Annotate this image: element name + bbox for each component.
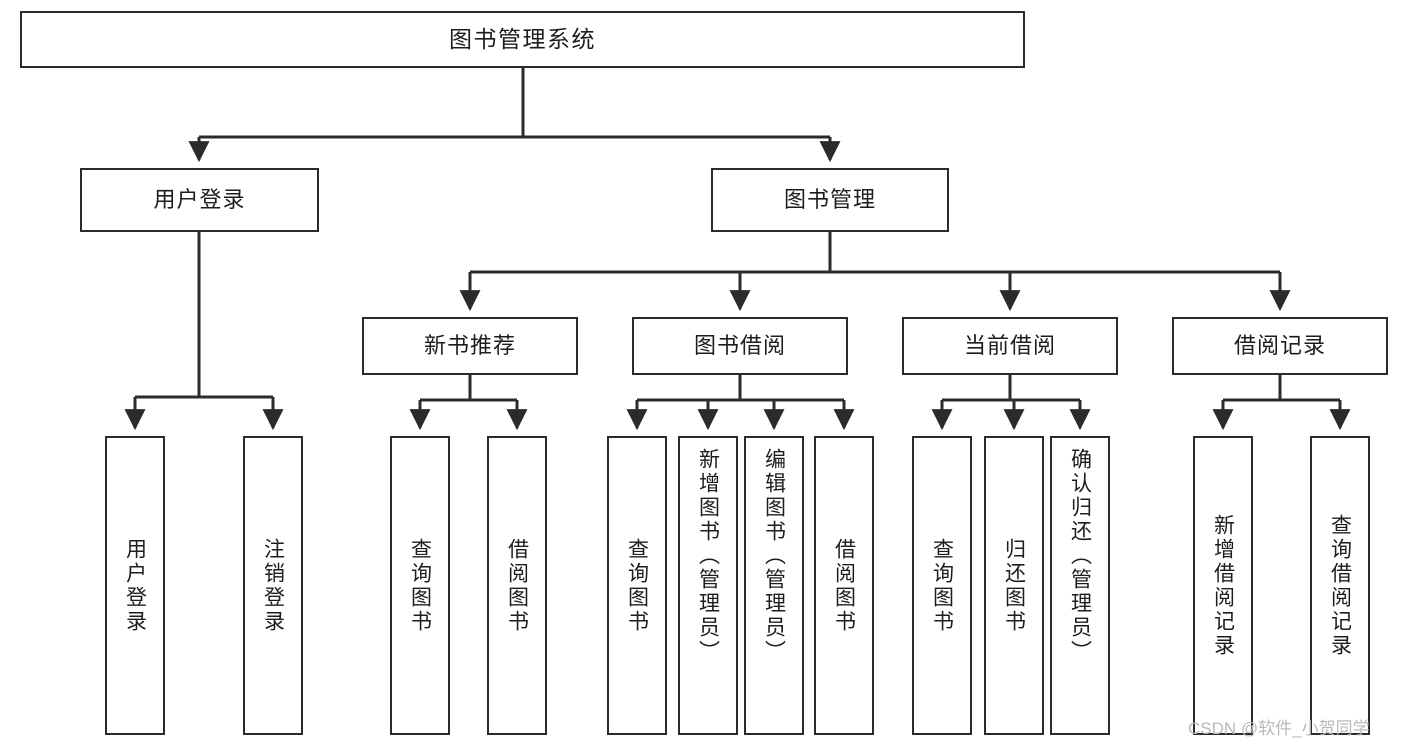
- node-current-borrow-label: 当前借阅: [963, 333, 1056, 359]
- node-leaf-borrow-book-2-label: 借阅图书: [832, 537, 856, 634]
- node-leaf-borrow-book-2[interactable]: 借阅图书: [814, 436, 874, 735]
- node-new-book-recommend[interactable]: 新书推荐: [362, 317, 578, 375]
- node-leaf-confirm-return-admin[interactable]: 确认归还（管理员）: [1050, 436, 1110, 735]
- node-leaf-query-book-2-label: 查询图书: [625, 537, 649, 634]
- node-leaf-query-borrow-record-label: 查询借阅记录: [1328, 513, 1352, 658]
- node-root-label: 图书管理系统: [449, 25, 596, 52]
- node-leaf-query-book-3[interactable]: 查询图书: [912, 436, 972, 735]
- node-user-login-label: 用户登录: [153, 187, 246, 213]
- node-leaf-logout-login-label: 注销登录: [261, 537, 285, 634]
- node-leaf-add-book-admin-label: 新增图书（管理员）: [696, 448, 720, 664]
- node-leaf-add-borrow-record-label: 新增借阅记录: [1211, 513, 1235, 658]
- node-borrow-record[interactable]: 借阅记录: [1172, 317, 1388, 375]
- node-book-borrow-label: 图书借阅: [693, 333, 786, 359]
- node-leaf-edit-book-admin[interactable]: 编辑图书（管理员）: [744, 436, 804, 735]
- node-current-borrow[interactable]: 当前借阅: [902, 317, 1118, 375]
- node-leaf-add-book-admin[interactable]: 新增图书（管理员）: [678, 436, 738, 735]
- node-new-book-recommend-label: 新书推荐: [423, 333, 516, 359]
- node-leaf-user-login-label: 用户登录: [123, 537, 147, 634]
- node-leaf-logout-login[interactable]: 注销登录: [243, 436, 303, 735]
- node-leaf-borrow-book-1[interactable]: 借阅图书: [487, 436, 547, 735]
- node-leaf-query-book-1-label: 查询图书: [408, 537, 432, 634]
- node-leaf-confirm-return-admin-label: 确认归还（管理员）: [1068, 448, 1092, 664]
- node-book-manage[interactable]: 图书管理: [711, 168, 949, 232]
- node-book-manage-label: 图书管理: [783, 187, 876, 213]
- node-leaf-user-login[interactable]: 用户登录: [105, 436, 165, 735]
- node-borrow-record-label: 借阅记录: [1233, 333, 1326, 359]
- node-user-login[interactable]: 用户登录: [80, 168, 319, 232]
- node-root[interactable]: 图书管理系统: [20, 11, 1025, 68]
- node-leaf-query-borrow-record[interactable]: 查询借阅记录: [1310, 436, 1370, 735]
- node-leaf-edit-book-admin-label: 编辑图书（管理员）: [762, 448, 786, 664]
- node-leaf-return-book-label: 归还图书: [1002, 537, 1026, 634]
- node-book-borrow[interactable]: 图书借阅: [632, 317, 848, 375]
- node-leaf-add-borrow-record[interactable]: 新增借阅记录: [1193, 436, 1253, 735]
- node-leaf-query-book-1[interactable]: 查询图书: [390, 436, 450, 735]
- csdn-watermark: CSDN @软件_小贺同学: [1188, 719, 1370, 738]
- node-leaf-return-book[interactable]: 归还图书: [984, 436, 1044, 735]
- node-leaf-query-book-2[interactable]: 查询图书: [607, 436, 667, 735]
- node-leaf-query-book-3-label: 查询图书: [930, 537, 954, 634]
- node-leaf-borrow-book-1-label: 借阅图书: [505, 537, 529, 634]
